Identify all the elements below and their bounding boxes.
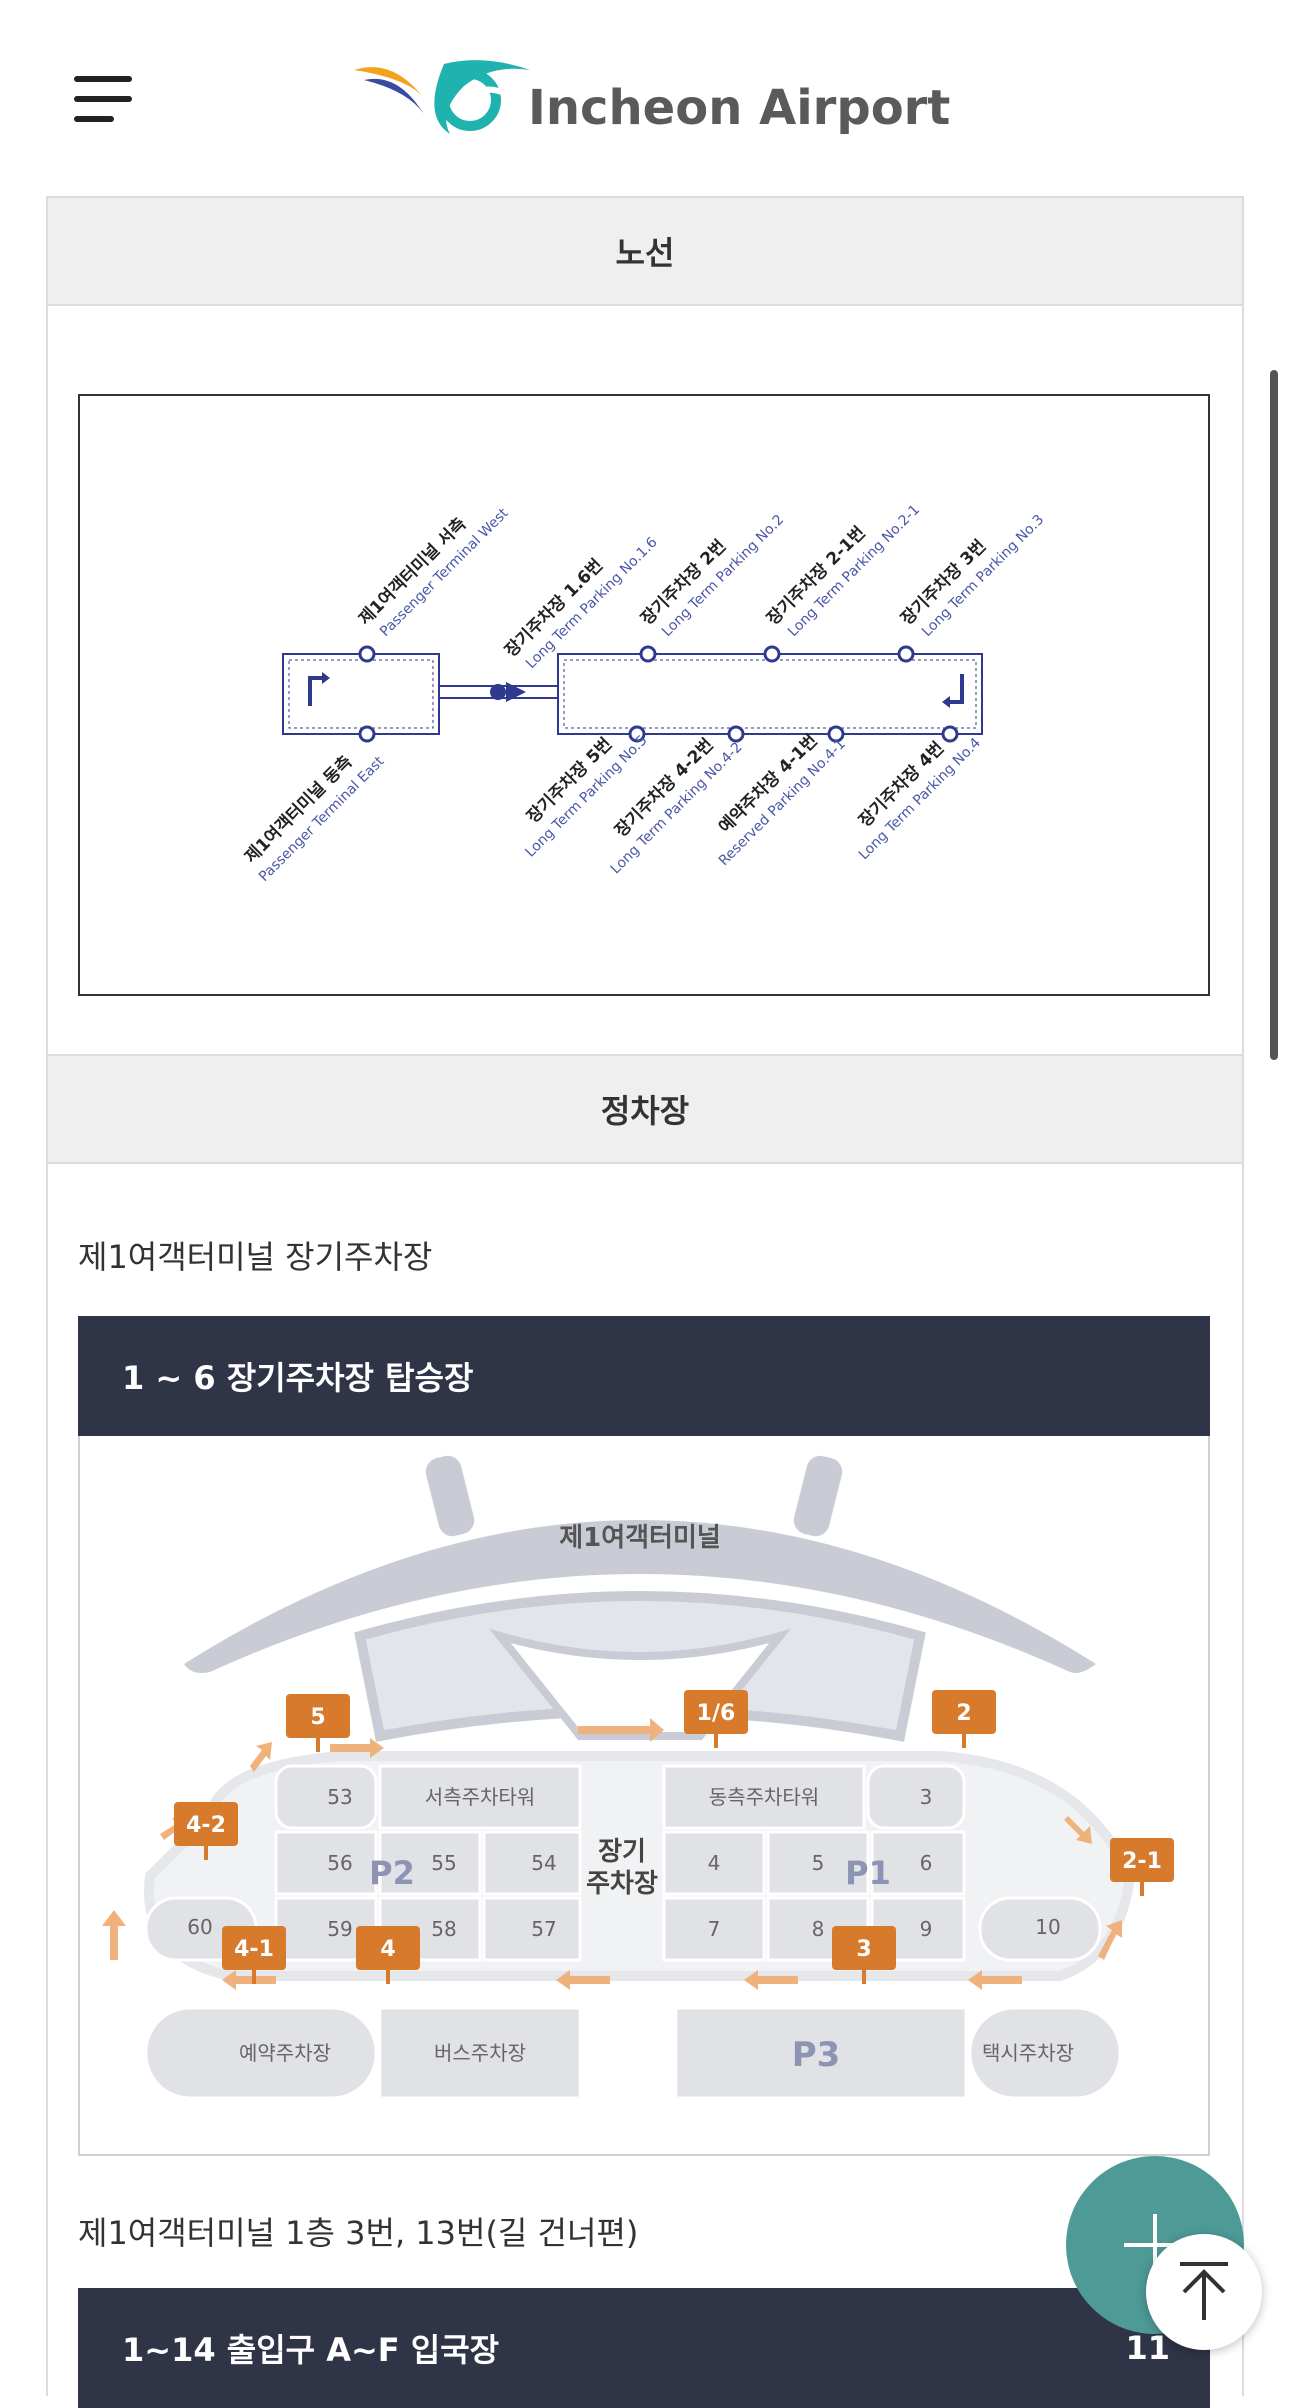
stop-label: 장기주차장 2번 Long Term Parking No.2 [637, 512, 787, 640]
sign-4-1: 4-1 [234, 1937, 274, 1962]
parking-map: 제1여객터미널 [78, 1436, 1210, 2156]
sign-4: 4 [380, 1937, 395, 1962]
terminal-label: 제1여객터미널 [559, 1523, 721, 1553]
svg-text:58: 58 [431, 1917, 456, 1941]
logo-text: Incheon Airport [528, 80, 951, 136]
stop-marker [897, 645, 915, 663]
svg-text:9: 9 [920, 1917, 933, 1941]
stop-marker [727, 725, 745, 743]
stop-marker [941, 725, 959, 743]
stop-marker [827, 725, 845, 743]
svg-text:예약주차장: 예약주차장 [239, 2041, 331, 2065]
sign-5: 5 [310, 1705, 325, 1730]
hamburger-menu-icon[interactable] [74, 74, 132, 122]
svg-text:6: 6 [920, 1851, 933, 1875]
svg-text:버스주차장: 버스주차장 [434, 2041, 526, 2065]
svg-text:동측주차타워: 동측주차타워 [709, 1785, 819, 1809]
stop-signs: 5 1/6 2 4-2 2-1 4-1 4 3 [174, 1690, 1174, 1984]
turn-arrow-right-icon [946, 674, 964, 704]
svg-text:59: 59 [327, 1917, 352, 1941]
route-diagram: 제1여객터미널 서측 Passenger Terminal West 장기주차장… [78, 394, 1210, 996]
svg-text:7: 7 [708, 1917, 721, 1941]
parking-map-svg: 제1여객터미널 [102, 1455, 1174, 2100]
stop-label: 장기주차장 5번 Long Term Parking No.5 [522, 732, 650, 860]
center-label: 장기 [598, 1837, 646, 1867]
stop-marker [763, 645, 781, 663]
section-header-route: 노선 [48, 198, 1242, 306]
stop-marker [639, 645, 657, 663]
parking-caption-1: 제1여객터미널 장기주차장 [78, 1238, 433, 1276]
terminal-building [184, 1520, 1096, 1673]
stop-label: 장기주차장 1.6번 Long Term Parking No.1.6 [501, 534, 661, 672]
svg-text:54: 54 [531, 1851, 556, 1875]
svg-text:60: 60 [187, 1915, 212, 1939]
svg-text:10: 10 [1035, 1915, 1060, 1939]
scrollbar[interactable] [1270, 370, 1278, 1060]
svg-text:53: 53 [327, 1785, 352, 1809]
sign-4-2: 4-2 [186, 1813, 226, 1838]
turn-arrow-left-icon [308, 676, 326, 706]
boarding-area-bar: 1 ~ 6 장기주차장 탑승장 [78, 1316, 1210, 1436]
stop-marker [358, 645, 376, 663]
svg-text:택시주차장: 택시주차장 [982, 2041, 1074, 2065]
sign-1-6: 1/6 [697, 1701, 736, 1726]
svg-text:4: 4 [708, 1851, 721, 1875]
stop-marker [358, 725, 376, 743]
svg-text:57: 57 [531, 1917, 556, 1941]
svg-text:서측주차타워: 서측주차타워 [425, 1785, 535, 1809]
arrow-up-icon[interactable] [1146, 2234, 1262, 2350]
route-direction-arrow-icon [506, 682, 526, 702]
incheon-airport-logo[interactable]: Incheon Airport [352, 56, 950, 146]
svg-text:55: 55 [431, 1851, 456, 1875]
center-label: 주차장 [586, 1869, 658, 1899]
p1-label: P1 [845, 1854, 891, 1892]
exit-arrival-text: 1~14 출입구 A~F 입국장 [122, 2331, 500, 2369]
route-diagram-svg: 제1여객터미널 서측 Passenger Terminal West 장기주차장… [241, 502, 1047, 885]
route-start-marker [490, 684, 506, 700]
app-header: Incheon Airport [0, 0, 1290, 196]
sign-3: 3 [856, 1937, 871, 1962]
stop-label: 예약주차장 4-1번 Reserved Parking No.4-1 [714, 730, 848, 869]
route-info-panel: 노선 [46, 196, 1244, 2408]
section-header-parking: 정차장 [48, 1054, 1242, 1164]
p2-label: P2 [369, 1854, 415, 1892]
bar2-right-number: 11 [1125, 2329, 1170, 2367]
stop-label: 장기주차장 4번 Long Term Parking No.4 [855, 735, 984, 863]
logo-mark-icon [354, 60, 530, 134]
p3-label: P3 [792, 2035, 841, 2075]
svg-text:3: 3 [920, 1785, 933, 1809]
sign-2: 2 [956, 1701, 971, 1726]
sign-2-1: 2-1 [1122, 1849, 1162, 1874]
stop-label: 장기주차장 2-1번 Long Term Parking No.2-1 [763, 502, 923, 640]
stop-marker [628, 725, 646, 743]
stop-label: 제1여객터미널 동측 Passenger Terminal East [241, 752, 388, 885]
exit-arrival-bar: 1~14 출입구 A~F 입국장 11 [78, 2288, 1210, 2408]
svg-text:8: 8 [812, 1917, 825, 1941]
lot-labels: 53 서측주차타워 동측주차타워 3 56 55 54 4 5 6 60 59 … [187, 1785, 1074, 2065]
parking-caption-2: 제1여객터미널 1층 3번, 13번(길 건너편) [78, 2214, 639, 2252]
svg-text:5: 5 [812, 1851, 825, 1875]
stop-label: 제1여객터미널 서측 Passenger Terminal West [355, 505, 512, 640]
svg-text:56: 56 [327, 1851, 352, 1875]
